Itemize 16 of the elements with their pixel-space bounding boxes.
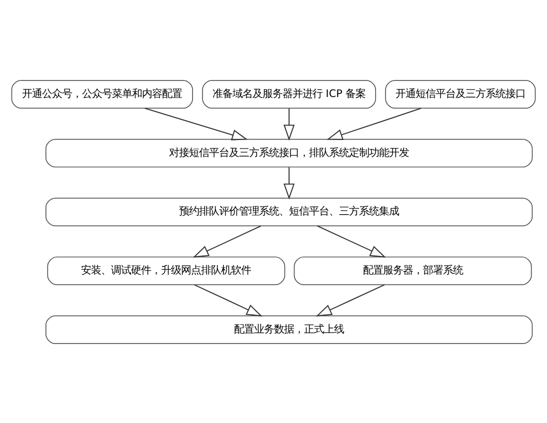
- arrow: [284, 166, 295, 200]
- node-box: 对接短信平台及三方系统接口，排队系统定制功能开发: [45, 138, 533, 167]
- node-box: 开通公众号，公众号菜单和内容配置: [11, 80, 194, 108]
- node-box: 预约排队评价管理系统、短信平台、三方系统集成: [45, 197, 533, 226]
- node-box: 安装、调试硬件，升级网点排队机软件: [47, 256, 286, 285]
- arrow: [316, 284, 385, 316]
- arrow: [284, 108, 295, 140]
- arrow: [194, 284, 262, 316]
- arrow: [192, 225, 262, 258]
- arrow: [326, 107, 422, 140]
- node-box: 配置服务器，部署系统: [294, 256, 532, 285]
- node-box: 开通短信平台及三方系统接口: [385, 80, 536, 108]
- node-box: 配置业务数据，正式上线: [45, 314, 533, 344]
- node-box: 准备域名及服务器并进行 ICP 备案: [202, 80, 376, 108]
- arrow: [144, 107, 248, 140]
- arrow: [317, 225, 386, 258]
